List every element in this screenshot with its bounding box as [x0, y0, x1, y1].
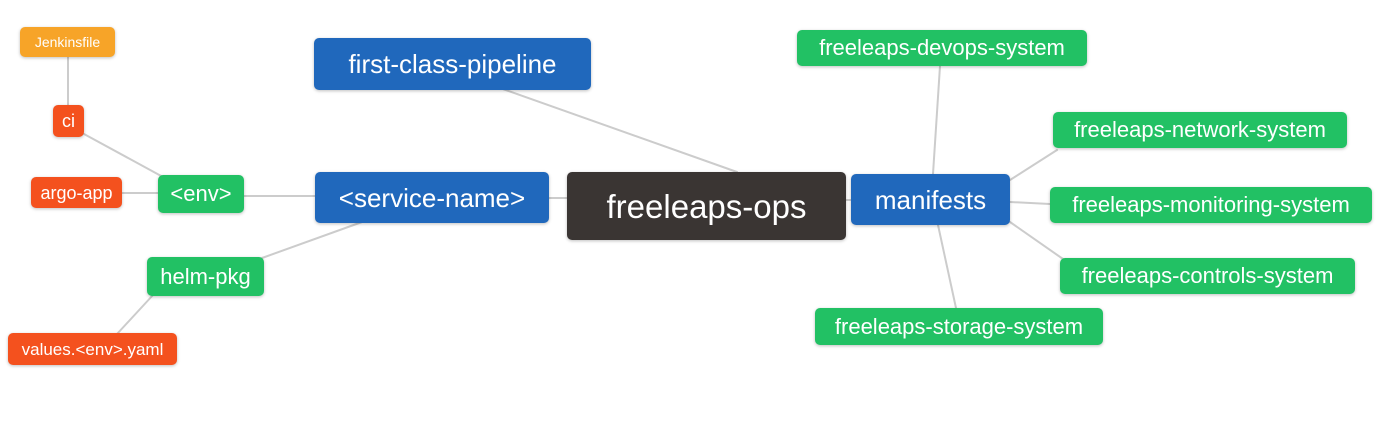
mindmap-node-freeleaps-network-system[interactable]: freeleaps-network-system — [1053, 112, 1347, 148]
node-label: argo-app — [40, 182, 113, 203]
edge-manifests-to-freeleaps-storage-system — [937, 224, 957, 309]
mindmap-node-freeleaps-controls-system[interactable]: freeleaps-controls-system — [1060, 258, 1355, 294]
edge-manifests-to-freeleaps-controls-system — [1009, 221, 1064, 260]
mindmap-node-freeleaps-devops-system[interactable]: freeleaps-devops-system — [797, 30, 1087, 66]
node-label: freeleaps-network-system — [1074, 117, 1326, 142]
mindmap-node-freeleaps-storage-system[interactable]: freeleaps-storage-system — [815, 308, 1103, 345]
mindmap-node-values-env-yaml[interactable]: values.<env>.yaml — [8, 333, 177, 365]
edge-first-class-pipeline-to-freeleaps-ops — [502, 88, 738, 173]
edge-helm-pkg-to-service-name — [261, 221, 363, 259]
node-label: ci — [62, 111, 75, 131]
node-label: values.<env>.yaml — [21, 339, 164, 359]
node-label: freeleaps-devops-system — [819, 35, 1065, 60]
edge-manifests-to-freeleaps-network-system — [1009, 149, 1058, 181]
node-label: <service-name> — [338, 182, 526, 213]
node-label: manifests — [874, 184, 987, 215]
node-label: freeleaps-storage-system — [834, 313, 1084, 339]
mindmap-node-env[interactable]: <env> — [158, 175, 244, 213]
mindmap-node-freeleaps-monitoring-system[interactable]: freeleaps-monitoring-system — [1050, 187, 1372, 223]
node-label: first-class-pipeline — [348, 49, 557, 79]
mindmap-node-freeleaps-ops[interactable]: freeleaps-ops — [567, 172, 846, 240]
node-label: freeleaps-controls-system — [1081, 263, 1334, 288]
node-label: Jenkinsfile — [34, 34, 101, 50]
mindmap-node-first-class-pipeline[interactable]: first-class-pipeline — [314, 38, 591, 90]
mindmap-node-argo-app[interactable]: argo-app — [31, 177, 122, 208]
node-label: <env> — [170, 181, 232, 206]
mindmap-node-jenkinsfile[interactable]: Jenkinsfile — [20, 27, 115, 57]
mindmap-node-helm-pkg[interactable]: helm-pkg — [147, 257, 264, 296]
mindmap-node-service-name[interactable]: <service-name> — [315, 172, 549, 223]
mindmap-node-manifests[interactable]: manifests — [851, 174, 1010, 225]
node-label: helm-pkg — [160, 263, 251, 289]
mindmap-node-ci[interactable]: ci — [53, 105, 84, 137]
edge-manifests-to-freeleaps-monitoring-system — [1009, 201, 1051, 205]
node-label: freeleaps-ops — [606, 187, 807, 225]
edge-manifests-to-freeleaps-devops-system — [932, 65, 941, 175]
edge-ci-to-env — [83, 133, 164, 178]
edge-values-env-yaml-to-helm-pkg — [116, 294, 154, 335]
node-label: freeleaps-monitoring-system — [1072, 192, 1350, 217]
